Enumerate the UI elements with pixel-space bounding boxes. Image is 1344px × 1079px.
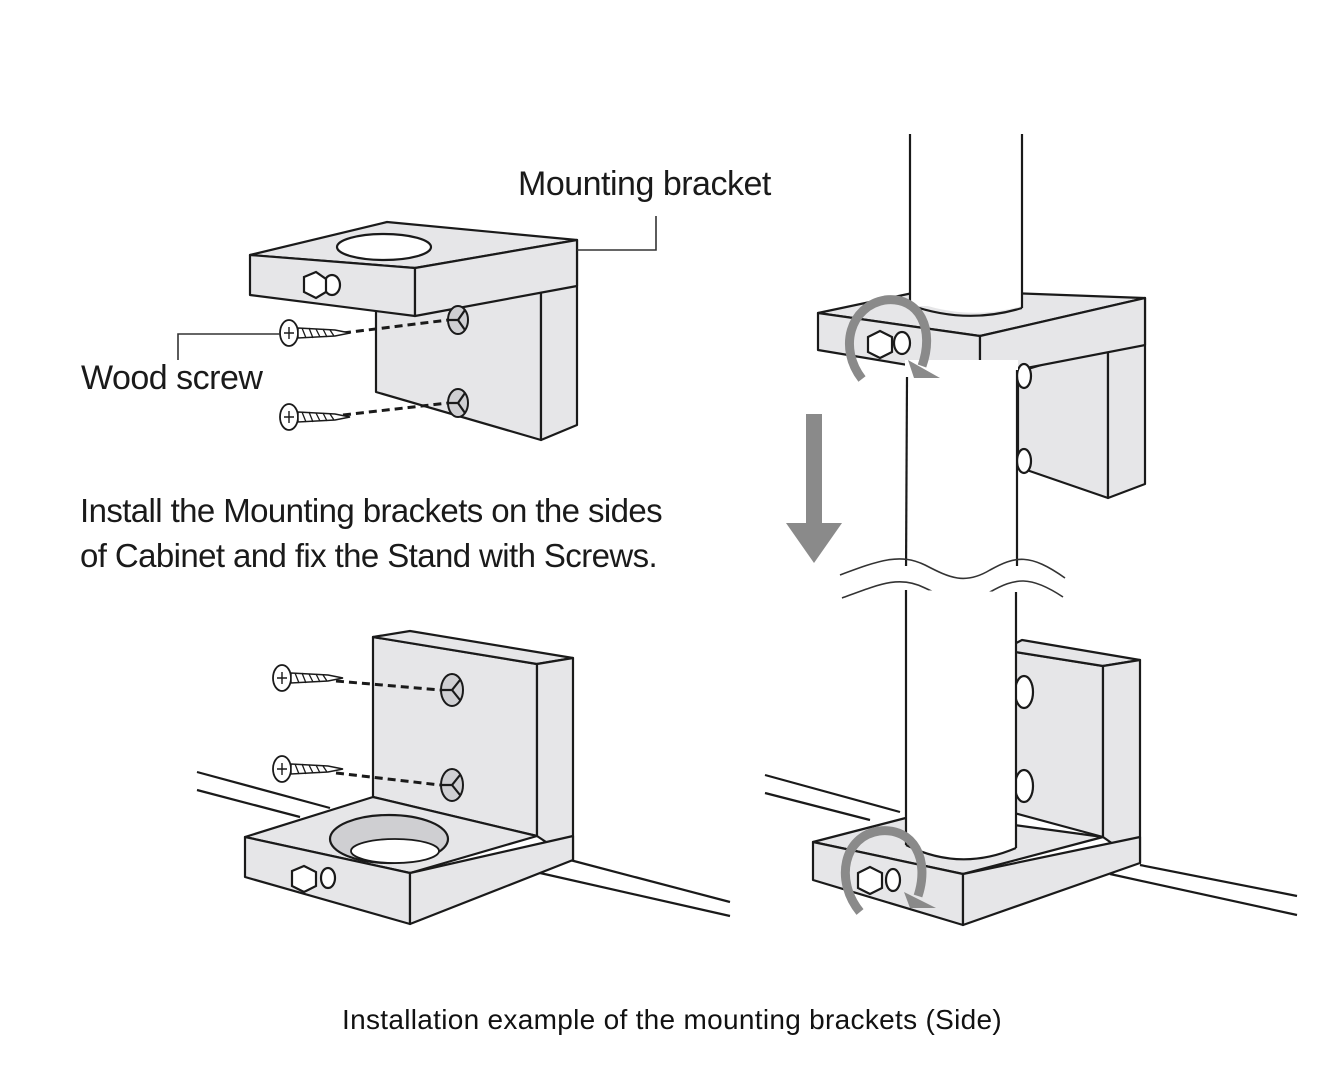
stand-pole-upper (904, 134, 1024, 576)
screw-hole (447, 388, 469, 418)
hex-bolt-icon (290, 864, 337, 894)
wood-screw-leader (177, 333, 280, 360)
wood-screw-icon (279, 403, 351, 431)
cabinet-edge-right (764, 773, 1298, 917)
cabinet-edge-left (196, 770, 731, 918)
upper-bracket-exploded (248, 216, 657, 442)
arrow-down-icon (786, 414, 842, 563)
screw-hole (440, 768, 464, 802)
instruction-line-1: Install the Mounting brackets on the sid… (80, 492, 663, 529)
instruction-line-2: of Cabinet and fix the Stand with Screws… (80, 537, 658, 574)
figure-caption: Installation example of the mounting bra… (342, 1004, 1002, 1035)
hex-bolt-icon (856, 865, 902, 896)
stand-pole-lower (904, 590, 1018, 861)
screw-hole (447, 305, 469, 335)
hex-bolt-icon (866, 329, 912, 360)
rotate-clockwise-icon (840, 826, 936, 915)
instruction-text: Install the Mounting brackets on the sid… (80, 488, 663, 578)
wood-screw-label: Wood screw (81, 359, 263, 397)
wood-screw-icon (279, 319, 351, 347)
mounting-bracket-label: Mounting bracket (518, 165, 771, 203)
wood-screw-icon (272, 664, 344, 692)
stand-hole (335, 232, 433, 262)
rotate-clockwise-icon (844, 295, 940, 382)
hex-bolt-icon (302, 270, 342, 300)
wood-screw-icon (272, 755, 344, 783)
lower-bracket-exploded (243, 629, 575, 926)
screw-hole (440, 673, 464, 707)
